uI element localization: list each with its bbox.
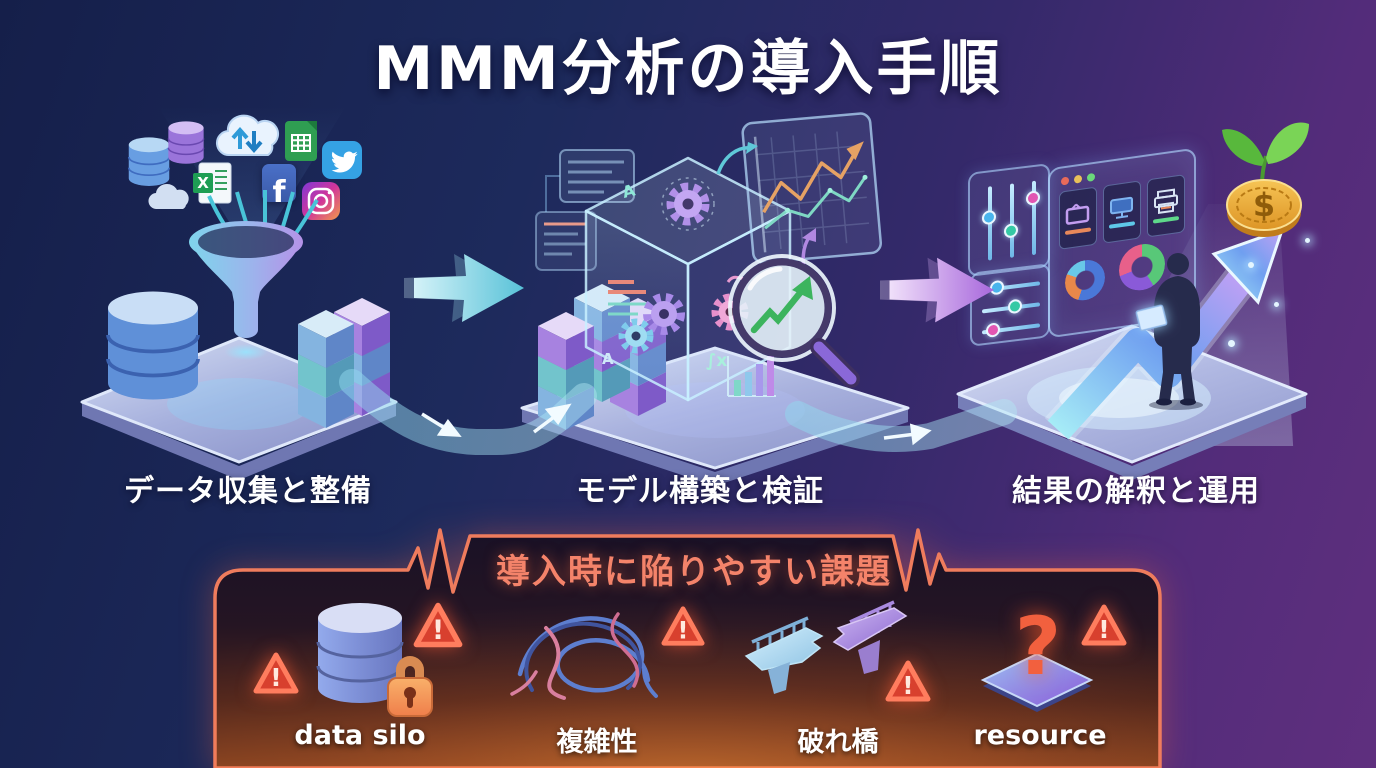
monitor-tile	[1103, 180, 1141, 244]
model-glass-cube: A A ∫x	[584, 156, 792, 402]
step2-label: モデル構築と検証	[576, 474, 824, 509]
tablet-icon	[1135, 304, 1168, 332]
sparkle	[1228, 340, 1235, 347]
cube-formula-integral: ∫x	[706, 351, 727, 371]
facebook-letter: f	[272, 175, 286, 202]
cloud-icon	[148, 184, 189, 210]
warning-icon	[660, 604, 706, 648]
lock-icon	[387, 656, 433, 717]
broken-bridge-icon	[744, 600, 908, 694]
arrow-step2-to-step3	[880, 257, 995, 323]
coin-dollar-symbol: $	[1253, 186, 1275, 224]
database-icon	[108, 291, 198, 400]
challenge-label-data-silo: data silo	[294, 720, 426, 751]
locked-database-icon	[316, 603, 433, 717]
funnel-drip-glow	[224, 344, 268, 360]
challenge-label-broken-bridge: 破れ橋	[797, 727, 879, 758]
sheets-icon	[285, 121, 317, 161]
warning-icon	[252, 650, 300, 696]
slider-knob	[1004, 222, 1018, 239]
tv-icon	[1065, 203, 1090, 225]
challenge-label-resource: resource	[973, 720, 1107, 751]
coin-plant-icon: $	[1222, 122, 1309, 237]
warning-icon	[884, 658, 932, 704]
data-table-panels	[535, 149, 635, 271]
gear-icon	[661, 177, 715, 231]
step1-label: データ収集と整備	[124, 474, 372, 509]
challenge-label-complexity: 複雑性	[556, 727, 638, 758]
curved-arrow-icon	[716, 142, 758, 175]
sparkle	[1248, 262, 1254, 268]
excel-icon: X	[193, 162, 232, 204]
excel-letter: X	[197, 174, 209, 192]
platform-step2	[520, 346, 910, 486]
mini-bar-chart	[727, 356, 776, 397]
twitter-icon	[322, 141, 362, 179]
tv-tile	[1059, 186, 1097, 250]
page-title: MMM分析の導入手順	[373, 34, 1003, 104]
gear-icon	[618, 318, 654, 354]
slider-knob	[982, 209, 996, 226]
warning-icon	[1080, 602, 1128, 648]
slider-knob	[1008, 298, 1022, 315]
challenges-title: 導入時に陥りやすい課題	[496, 552, 892, 592]
platform-step1	[80, 336, 398, 480]
monitor-icon	[1110, 197, 1133, 220]
tangled-wires-icon	[510, 612, 658, 700]
step3-label: 結果の解釈と運用	[1012, 474, 1260, 509]
cube-formula-letter: A	[620, 180, 637, 202]
flow-ribbon	[339, 369, 1017, 455]
cube-formula-letter: A	[602, 350, 614, 368]
line-chart-panel	[741, 112, 883, 264]
arrow-step1-to-step2	[404, 254, 524, 322]
gear-icon	[643, 293, 685, 335]
database-icon	[168, 121, 204, 164]
person-figure	[1135, 253, 1203, 410]
question-platform-icon: ?	[980, 600, 1094, 712]
dashboard-panel	[1048, 147, 1196, 339]
sparkle	[1274, 302, 1279, 307]
challenges-panel	[213, 528, 1162, 768]
funnel-icon	[189, 221, 303, 338]
printer-tile	[1147, 174, 1185, 238]
sparkle	[1305, 238, 1310, 243]
question-mark: ?	[1015, 600, 1061, 693]
printer-icon	[1154, 188, 1178, 215]
cloud-sync-icon	[216, 114, 279, 157]
magnifier-icon	[728, 254, 860, 388]
